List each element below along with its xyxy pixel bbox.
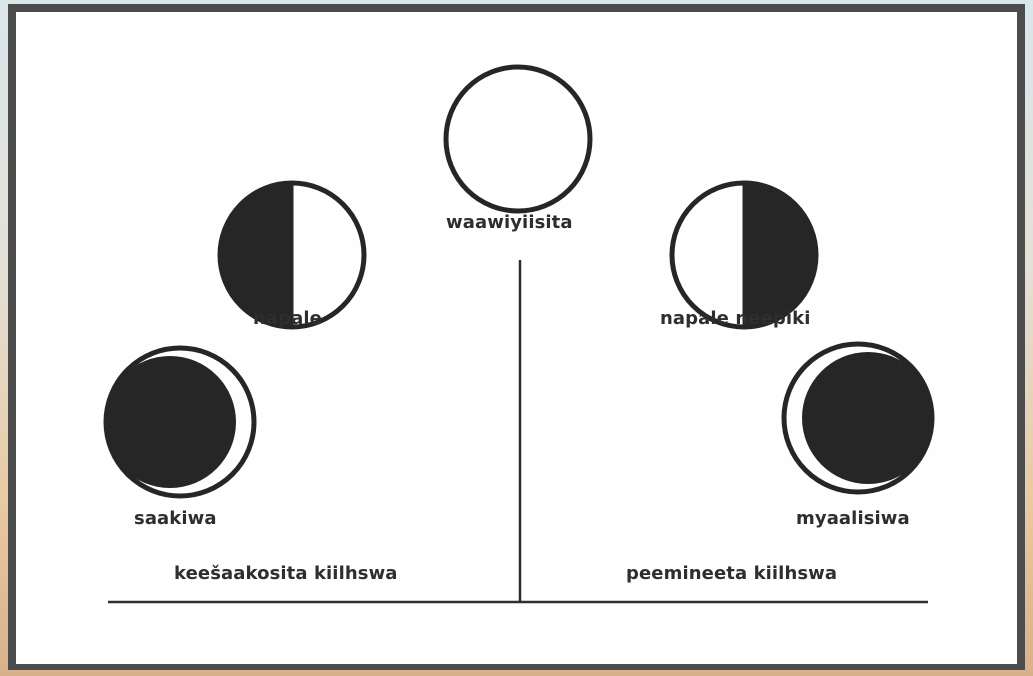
label-left-side: keešaakosita kiilhswa xyxy=(174,563,398,584)
label-right-side: peemineeta kiilhswa xyxy=(626,563,837,584)
label-first-quarter: napale xyxy=(253,308,322,329)
label-last-quarter: napale neepiki xyxy=(660,308,810,329)
half-moon-right-dark-icon xyxy=(672,183,816,327)
half-moon-left-dark-icon xyxy=(220,183,364,327)
label-waxing-crescent: saakiwa xyxy=(134,508,217,529)
crescent-right-icon xyxy=(104,348,254,496)
full-moon-icon xyxy=(446,67,590,211)
label-waning-crescent: myaalisiwa xyxy=(796,508,910,529)
label-full-moon: waawiyiisita xyxy=(446,212,573,233)
crescent-left-icon xyxy=(784,344,934,492)
